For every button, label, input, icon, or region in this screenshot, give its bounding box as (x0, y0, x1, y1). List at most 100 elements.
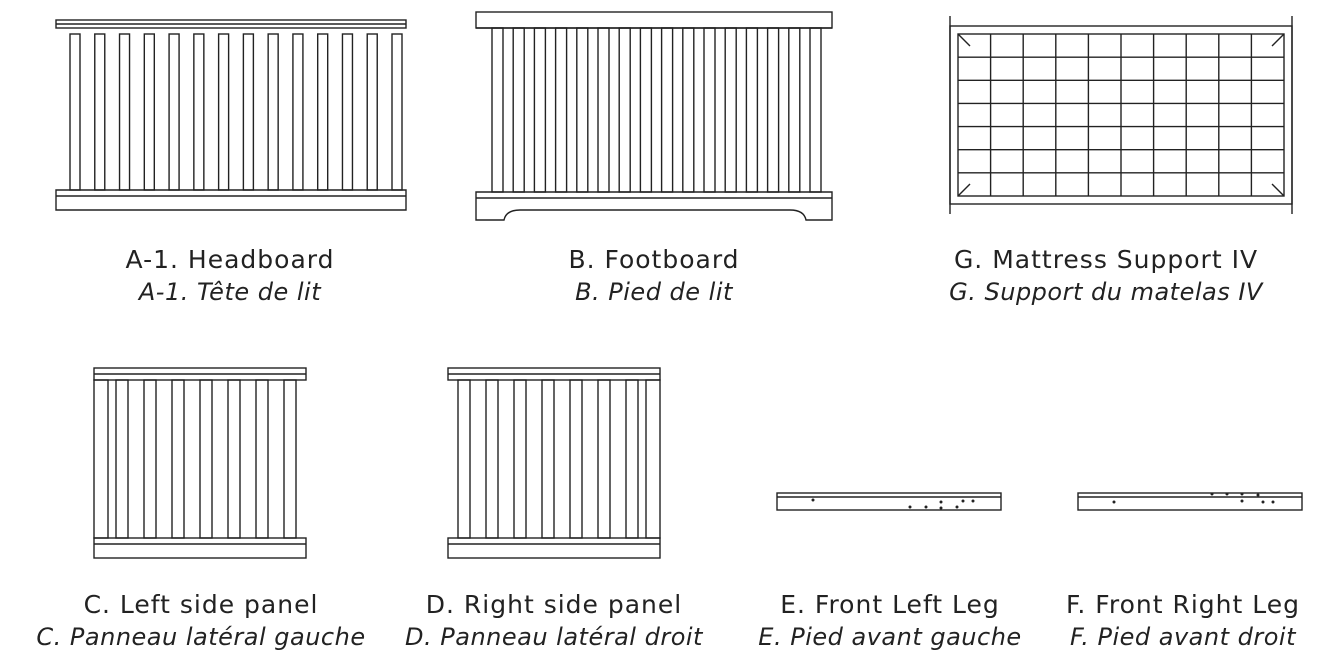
spindle (292, 33, 304, 191)
spindle (766, 27, 780, 193)
caption-fr: D. Panneau latéral droit (405, 623, 703, 651)
spindle (618, 27, 631, 193)
bottom-rail (447, 537, 661, 559)
top-rail (475, 11, 833, 29)
spindle (217, 33, 230, 191)
caption-front-left-leg: E. Front Left Leg E. Pied avant gauche (750, 588, 1030, 654)
spindle (541, 379, 555, 539)
spindle (491, 27, 504, 193)
screw-hole (961, 499, 965, 503)
caption-fr: F. Pied avant droit (1070, 623, 1296, 651)
spindle (255, 379, 269, 539)
spindle (576, 27, 589, 193)
bottom-rail (93, 537, 307, 559)
screw-hole (939, 506, 943, 510)
spindle (597, 27, 610, 193)
spindle (513, 379, 527, 539)
caption-fr: A-1. Tête de lit (138, 278, 322, 306)
spindle (569, 379, 583, 539)
spindle (457, 379, 471, 539)
spindle (366, 33, 378, 191)
spindle (554, 27, 568, 193)
front-left-leg-drawing (776, 492, 1002, 511)
spindle (341, 33, 354, 191)
screw-hole (1112, 500, 1116, 504)
bottom-rail (55, 189, 407, 211)
leg-body (1077, 492, 1303, 511)
screw-hole (811, 498, 815, 502)
spindle (118, 33, 131, 191)
bottom-rail (475, 191, 833, 221)
front-right-leg-drawing (1077, 492, 1303, 511)
headboard-drawing (55, 19, 407, 211)
spindle (94, 33, 106, 191)
spindle (682, 27, 695, 193)
caption-en: G. Mattress Support IV (953, 245, 1259, 274)
footboard-drawing (475, 11, 833, 221)
caption-en: D. Right side panel (425, 590, 683, 619)
spindle (193, 33, 205, 191)
spindle (703, 27, 716, 193)
screw-hole (1240, 492, 1244, 496)
right-side-panel-drawing (447, 367, 661, 559)
caption-fr: B. Pied de lit (575, 278, 733, 306)
screw-hole (955, 505, 959, 509)
mattress-support-drawing (949, 16, 1293, 214)
caption-en: A-1. Headboard (125, 245, 335, 274)
spindle (168, 33, 180, 191)
spindle (283, 379, 297, 539)
end-post (93, 379, 109, 539)
spindle (597, 379, 611, 539)
screw-hole (1225, 492, 1229, 496)
screw-hole (1261, 500, 1265, 504)
caption-en: E. Front Left Leg (780, 590, 1000, 619)
end-post (645, 379, 661, 539)
caption-en: C. Left side panel (83, 590, 319, 619)
screw-hole (1240, 499, 1244, 503)
spindle (639, 27, 653, 193)
spindle (809, 27, 822, 193)
screw-hole (1210, 492, 1214, 496)
spindle (199, 379, 213, 539)
spindle (485, 379, 499, 539)
spindle (512, 27, 525, 193)
caption-mattress-support: G. Mattress Support IV G. Support du mat… (920, 243, 1292, 309)
spindle (267, 33, 279, 191)
screw-hole (971, 499, 975, 503)
caption-front-right-leg: F. Front Right Leg F. Pied avant droit (1050, 588, 1316, 654)
spindle (171, 379, 185, 539)
caption-left-side-panel: C. Left side panel C. Panneau latéral ga… (26, 588, 376, 654)
screw-hole (939, 500, 943, 504)
caption-fr: C. Panneau latéral gauche (36, 623, 366, 651)
screw-hole (1256, 493, 1260, 497)
spindle (625, 379, 639, 539)
spindle (724, 27, 737, 193)
corner-brace (1271, 183, 1285, 197)
corner-brace (957, 33, 971, 47)
caption-en: B. Footboard (568, 245, 740, 274)
spindle (227, 379, 241, 539)
caption-right-side-panel: D. Right side panel D. Panneau latéral d… (394, 588, 714, 654)
spindle (242, 33, 255, 191)
spindle (115, 379, 129, 539)
spindle (316, 33, 329, 191)
spindle (533, 27, 547, 193)
spindle (745, 27, 759, 193)
spindle (660, 27, 674, 193)
spindle (788, 27, 801, 193)
spindle (143, 33, 156, 191)
caption-fr: G. Support du matelas IV (949, 278, 1263, 306)
caption-headboard: A-1. Headboard A-1. Tête de lit (80, 243, 380, 309)
screw-hole (1271, 500, 1275, 504)
spindle (69, 33, 81, 191)
left-side-panel-drawing (93, 367, 307, 559)
caption-fr: E. Pied avant gauche (758, 623, 1022, 651)
screw-hole (908, 505, 912, 509)
caption-en: F. Front Right Leg (1066, 590, 1300, 619)
leg-body (776, 492, 1002, 511)
screw-hole (924, 505, 928, 509)
corner-brace (957, 183, 971, 197)
spindle (391, 33, 403, 191)
corner-brace (1271, 33, 1285, 47)
